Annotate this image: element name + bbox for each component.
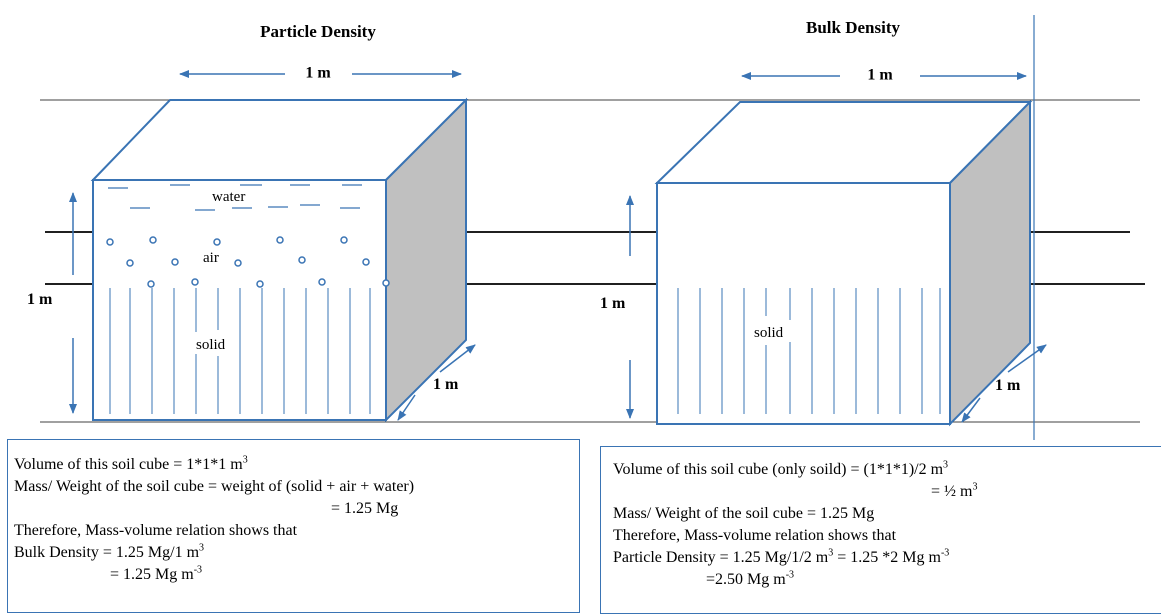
right-depth-arrow-up — [1007, 344, 1047, 373]
right-solid-label-bg — [752, 320, 794, 342]
right-solid-stripes — [677, 288, 941, 414]
right-box-line-6: =2.50 Mg m-3 — [706, 569, 795, 588]
right-depth-arrow-down — [961, 397, 981, 423]
right-box-line-1: Volume of this soil cube (only soild) = … — [613, 459, 949, 478]
left-solid-label: solid — [196, 337, 226, 353]
left-box-line-6: = 1.25 Mg m-3 — [110, 564, 203, 583]
right-title: Bulk Density — [806, 18, 900, 37]
particle-density-calculation-box: Volume of this soil cube (only soild) = … — [600, 446, 1161, 614]
left-box-line-2: Mass/ Weight of the soil cube = weight o… — [14, 478, 415, 495]
left-depth-dim: 1 m — [433, 376, 459, 393]
left-box-line-1: Volume of this soil cube = 1*1*1 m3 — [14, 454, 248, 473]
left-box-line-5: Bulk Density = 1.25 Mg/1 m3 — [14, 542, 205, 561]
right-depth-dim: 1 m — [995, 377, 1021, 394]
left-box-line-4: Therefore, Mass-volume relation shows th… — [14, 522, 298, 539]
right-box-line-4: Therefore, Mass-volume relation shows th… — [613, 527, 897, 544]
water-dashes — [108, 184, 362, 211]
water-label: water — [212, 189, 245, 205]
right-solid-label: solid — [754, 325, 784, 341]
right-box-line-2: = ½ m3 — [931, 481, 978, 500]
air-label: air — [203, 250, 219, 266]
soil-density-diagram: Particle Density 1 m water — [27, 15, 1145, 440]
right-box-line-3: Mass/ Weight of the soil cube = 1.25 Mg — [613, 505, 875, 522]
left-top-dim: 1 m — [305, 65, 331, 82]
right-top-dim: 1 m — [867, 67, 893, 84]
left-solid-label-bg — [193, 332, 235, 354]
left-depth-arrow-down — [397, 394, 416, 421]
left-depth-arrow-up — [439, 344, 476, 373]
bulk-density-calculation-box: Volume of this soil cube = 1*1*1 m3 Mass… — [7, 439, 580, 613]
left-title: Particle Density — [260, 22, 376, 41]
left-box-line-3: = 1.25 Mg — [331, 500, 399, 517]
right-height-dim: 1 m — [600, 295, 626, 312]
right-box-line-5: Particle Density = 1.25 Mg/1/2 m3 = 1.25… — [613, 547, 950, 566]
air-bubbles — [106, 236, 390, 288]
left-height-dim: 1 m — [27, 291, 53, 308]
right-cube-front-face — [656, 182, 951, 425]
